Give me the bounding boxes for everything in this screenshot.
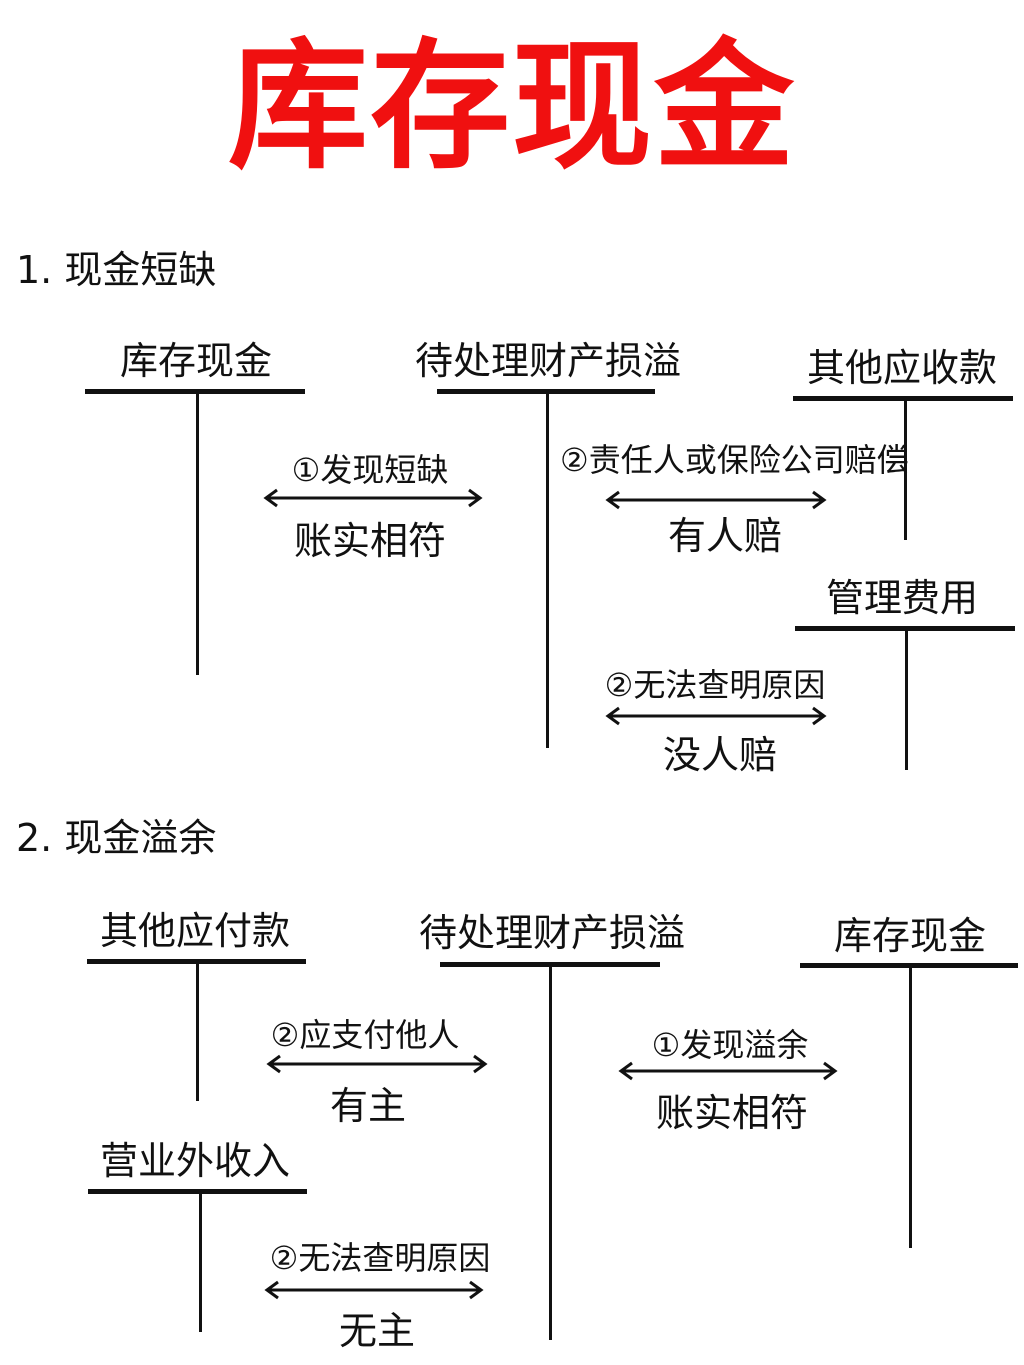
t-account-top-line — [88, 1189, 307, 1194]
t-account-stem — [546, 391, 549, 748]
account-label: 库存现金 — [833, 914, 986, 958]
arrow-bottom-label: 账实相符 — [293, 519, 446, 563]
page-title: 库存现金 — [227, 26, 796, 189]
arrow-bottom-label: 无主 — [338, 1309, 415, 1353]
account-label: 其他应付款 — [99, 909, 290, 953]
account-label: 营业外收入 — [99, 1139, 290, 1183]
arrow-top-label: ②责任人或保险公司赔偿 — [560, 441, 909, 479]
double-arrow-icon — [266, 1054, 488, 1074]
arrow-top-label: ②无法查明原因 — [604, 666, 826, 704]
arrow-top-label: ②应支付他人 — [270, 1016, 460, 1054]
account-label: 待处理财产损溢 — [414, 339, 681, 383]
t-account-stem — [549, 964, 552, 1340]
t-account-stem — [909, 965, 912, 1248]
t-account-stem — [199, 1191, 202, 1332]
account-label: 待处理财产损溢 — [418, 911, 685, 955]
t-account-stem — [196, 391, 199, 675]
arrow-top-label: ①发现溢余 — [651, 1026, 809, 1064]
double-arrow-icon — [605, 706, 827, 726]
t-account-stem — [904, 398, 907, 540]
t-account-stem — [196, 961, 199, 1101]
double-arrow-icon — [264, 1280, 484, 1300]
t-account-stem — [905, 628, 908, 770]
arrow-top-label: ①发现短缺 — [291, 451, 449, 489]
arrow-bottom-label: 有人赔 — [667, 514, 782, 558]
arrow-bottom-label: 有主 — [329, 1084, 406, 1128]
account-label: 管理费用 — [825, 576, 978, 620]
section-heading-surplus: 2. 现金溢余 — [16, 816, 217, 860]
double-arrow-icon — [618, 1061, 838, 1081]
t-account-top-line — [85, 389, 305, 394]
double-arrow-icon — [605, 490, 827, 510]
arrow-bottom-label: 没人赔 — [662, 733, 777, 777]
t-account-top-line — [793, 396, 1013, 401]
double-arrow-icon — [263, 488, 483, 508]
account-label: 库存现金 — [119, 339, 272, 383]
arrow-top-label: ②无法查明原因 — [269, 1239, 491, 1277]
account-label: 其他应收款 — [806, 346, 997, 390]
arrow-bottom-label: 账实相符 — [655, 1091, 808, 1135]
section-heading-shortage: 1. 现金短缺 — [16, 248, 217, 292]
